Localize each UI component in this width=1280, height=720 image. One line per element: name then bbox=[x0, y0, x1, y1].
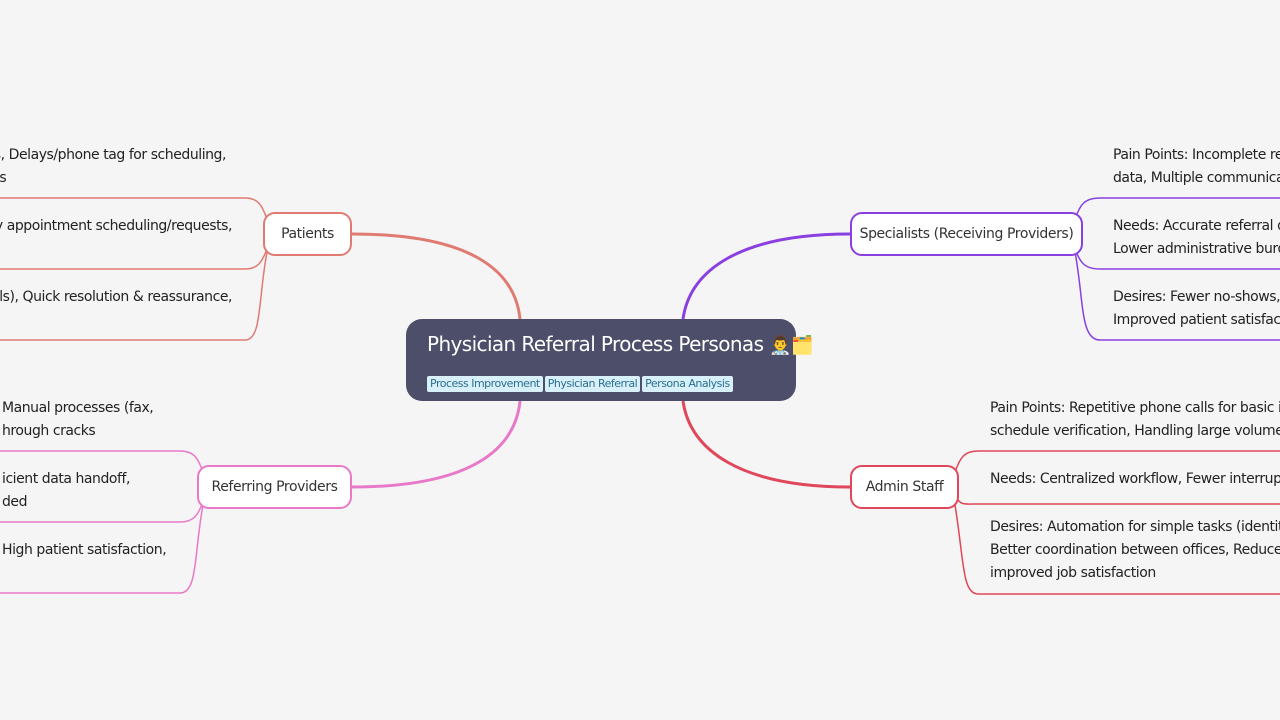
tag-process-improvement[interactable]: Process Improvement bbox=[427, 376, 543, 392]
leaf-line: costs bbox=[0, 170, 7, 186]
edge-admin-leaf-3 bbox=[954, 504, 1280, 595]
tag-persona-analysis[interactable]: Persona Analysis bbox=[642, 376, 733, 392]
leaf-line: Improved patient satisfactio bbox=[1113, 312, 1280, 328]
leaf-line: hrough cracks bbox=[2, 423, 96, 439]
leaf-line: asy appointment scheduling/requests, bbox=[0, 218, 232, 234]
leaf-line: Manual processes (fax, bbox=[2, 400, 154, 416]
edge-root-referring bbox=[351, 400, 522, 489]
leaf-specialists-desires[interactable]: Desires: Fewer no-shows, Cl Improved pat… bbox=[1113, 286, 1280, 332]
edge-patients-leaf-2 bbox=[0, 248, 268, 270]
leaf-line: Lower administrative burder bbox=[1113, 241, 1280, 257]
leaf-line: Needs: Accurate referral deta bbox=[1113, 218, 1280, 234]
edge-referring-leaf-3 bbox=[0, 504, 204, 594]
leaf-line: Pain Points: Incomplete refe bbox=[1113, 147, 1280, 163]
leaf-line: High patient satisfaction, bbox=[2, 542, 167, 558]
root-title-text: Physician Referral Process Personas bbox=[427, 332, 764, 356]
leaf-line: Needs: Centralized workflow, Fewer inter… bbox=[990, 471, 1280, 487]
leaf-admin-needs[interactable]: Needs: Centralized workflow, Fewer inter… bbox=[990, 468, 1280, 491]
edge-patients-leaf-3 bbox=[0, 251, 268, 341]
leaf-specialists-pain-points[interactable]: Pain Points: Incomplete refe data, Multi… bbox=[1113, 144, 1280, 190]
edge-root-admin bbox=[681, 400, 851, 489]
edge-root-patients bbox=[351, 232, 522, 320]
leaf-line: data, Multiple communicatio bbox=[1113, 170, 1280, 186]
leaf-line: ded bbox=[2, 494, 28, 510]
leaf-patients-needs[interactable]: asy appointment scheduling/requests, bbox=[0, 215, 232, 238]
leaf-referring-needs[interactable]: icient data handoff, ded bbox=[2, 468, 130, 514]
node-admin-staff[interactable]: Admin Staff bbox=[850, 465, 959, 509]
leaf-line: improved job satisfaction bbox=[990, 565, 1156, 581]
edge-admin-leaf-2 bbox=[957, 499, 1280, 505]
leaf-admin-desires[interactable]: Desires: Automation for simple tasks (id… bbox=[990, 516, 1280, 585]
leaf-line: Pain Points: Repetitive phone calls for … bbox=[990, 400, 1280, 416]
leaf-patients-pain-points[interactable]: teps, Delays/phone tag for scheduling, c… bbox=[0, 144, 226, 190]
leaf-referring-desires[interactable]: High patient satisfaction, bbox=[2, 539, 167, 562]
leaf-line: icient data handoff, bbox=[2, 471, 130, 487]
leaf-line: Desires: Automation for simple tasks (id… bbox=[990, 519, 1280, 535]
edge-root-specialists bbox=[681, 232, 851, 320]
leaf-specialists-needs[interactable]: Needs: Accurate referral deta Lower admi… bbox=[1113, 215, 1280, 261]
root-node[interactable]: Physician Referral Process Personas 👨‍⚕️… bbox=[406, 319, 813, 401]
leaf-line: r calls), Quick resolution & reassurance… bbox=[0, 289, 232, 305]
doctor-folder-icon: 👨‍⚕️🗂️ bbox=[769, 335, 813, 356]
leaf-line: Better coordination between offices, Red… bbox=[990, 542, 1280, 558]
root-title: Physician Referral Process Personas 👨‍⚕️… bbox=[427, 329, 813, 361]
edge-admin-leaf-1 bbox=[954, 450, 1280, 473]
leaf-admin-pain-points[interactable]: Pain Points: Repetitive phone calls for … bbox=[990, 397, 1280, 443]
leaf-line: schedule verification, Handling large vo… bbox=[990, 423, 1280, 439]
node-specialists[interactable]: Specialists (Receiving Providers) bbox=[850, 212, 1083, 256]
node-referring-providers[interactable]: Referring Providers bbox=[197, 465, 352, 509]
leaf-referring-pain-points[interactable]: Manual processes (fax, hrough cracks bbox=[2, 397, 154, 443]
leaf-line: Desires: Fewer no-shows, Cl bbox=[1113, 289, 1280, 305]
tag-physician-referral[interactable]: Physician Referral bbox=[544, 376, 641, 392]
leaf-patients-desires[interactable]: r calls), Quick resolution & reassurance… bbox=[0, 286, 232, 309]
edge-specialists-leaf-3 bbox=[1074, 251, 1280, 341]
leaf-line: teps, Delays/phone tag for scheduling, bbox=[0, 147, 226, 163]
node-patients[interactable]: Patients bbox=[263, 212, 352, 256]
